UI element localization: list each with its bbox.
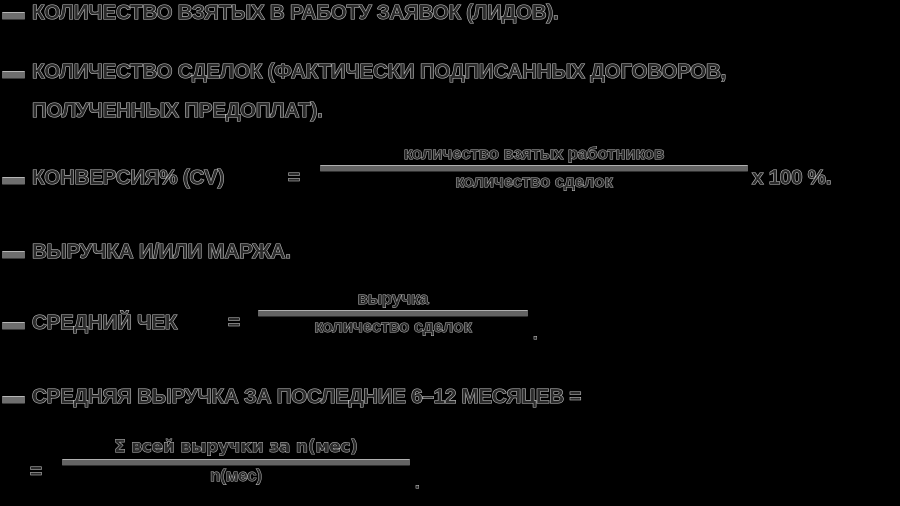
bullet-dash-average-check <box>2 322 25 330</box>
average-check-fraction: выручка количество сделок <box>258 289 528 336</box>
conversion-fraction: количество взятых работников количество … <box>320 144 748 191</box>
average-check-numerator: выручка <box>357 289 429 308</box>
bullet-dash-revenue <box>2 251 25 259</box>
average-revenue-numerator: Σ всей выручки за n(мес) <box>114 437 359 457</box>
average-check-denominator: количество сделок <box>314 316 473 336</box>
bullet-revenue-text: ВЫРУЧКА И/ИЛИ МАРЖА. <box>31 240 291 263</box>
conversion-label: КОНВЕРСИЯ% (CV) <box>31 166 225 189</box>
conversion-numerator: количество взятых работников <box>403 144 665 163</box>
average-revenue-label: СРЕДНЯЯ ВЫРУЧКА ЗА ПОСЛЕДНИЕ 6–12 МЕСЯЦЕ… <box>31 385 582 408</box>
average-check-tail: . <box>533 324 539 343</box>
bullet-leads-text: КОЛИЧЕСТВО ВЗЯТЫХ В РАБОТУ ЗАЯВОК (ЛИДОВ… <box>31 1 559 24</box>
average-revenue-fraction-bar <box>62 458 410 466</box>
bullet-deals-text-line1: КОЛИЧЕСТВО СДЕЛОК (ФАКТИЧЕСКИ ПОДПИСАННЫ… <box>31 60 727 83</box>
conversion-fraction-bar <box>320 164 748 172</box>
average-check-label: СРЕДНИЙ ЧЕК <box>31 311 178 334</box>
average-revenue-denominator: n(мес) <box>210 465 263 485</box>
bullet-dash-leads <box>2 12 25 20</box>
average-revenue-fraction: Σ всей выручки за n(мес) n(мес) <box>62 437 410 485</box>
average-check-equals: = <box>227 311 240 334</box>
average-check-fraction-bar <box>258 309 528 317</box>
bullet-dash-average-revenue <box>2 396 25 404</box>
conversion-tail: x 100 %. <box>751 166 832 189</box>
bullet-deals-text-line2: ПОЛУЧЕННЫХ ПРЕДОПЛАТ). <box>31 99 323 122</box>
average-revenue-equals: = <box>29 460 42 483</box>
conversion-equals: = <box>287 166 300 189</box>
bullet-dash-deals <box>2 71 25 79</box>
conversion-denominator: количество сделок <box>455 171 614 191</box>
bullet-dash-conversion <box>2 177 25 185</box>
average-revenue-tail: . <box>415 473 421 492</box>
